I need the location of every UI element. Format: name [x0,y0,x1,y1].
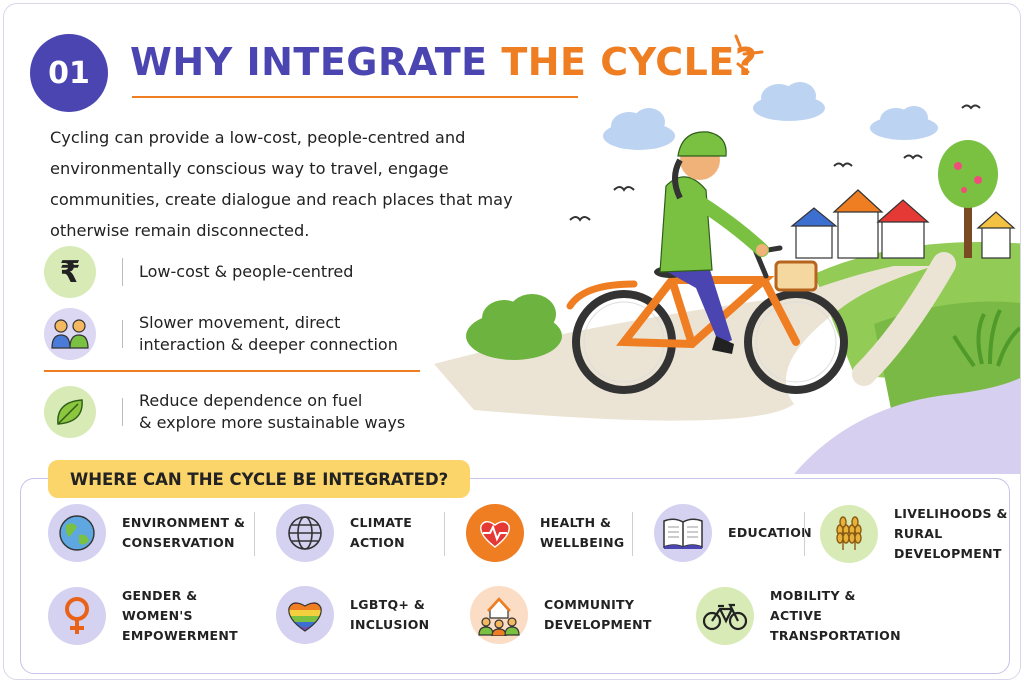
category-line: Inclusion [350,617,430,632]
benefit-divider [44,370,420,372]
title-part-2: THE CYCLE? [501,40,758,84]
category-label: Gender & Women'sEmpowerment [122,586,238,646]
wheat-icon [820,505,878,563]
community-icon [470,586,528,644]
benefit-line: Low-cost & people-centred [139,262,354,281]
tree-icon [938,140,998,258]
category-line: Climate [350,515,413,530]
category-line: Action [350,535,405,550]
benefit-separator [122,398,123,426]
category-line: Community [544,597,635,612]
category-label: CommunityDevelopment [544,595,652,635]
grass-icon [952,309,1020,368]
title-underline [132,96,578,98]
category-line: Gender & [122,588,198,603]
category-line: LGBTQ+ & [350,597,426,612]
globe-icon [48,504,106,562]
people-icon [44,308,96,360]
benefit-text: Low-cost & people-centred [139,261,353,283]
category-label: Health & Wellbeing [540,513,624,553]
benefit-separator [122,258,123,286]
category-lgbtq: LGBTQ+ & Inclusion [276,586,429,644]
category-line: Women's [122,608,193,623]
world-grid-icon [276,504,334,562]
cyclist-illustration [434,82,1020,474]
category-line: Health & [540,515,612,530]
category-community: CommunityDevelopment [470,586,652,644]
section-number-badge: 01 [30,34,108,112]
benefit-line: Reduce dependence on fuel [139,391,363,410]
category-education: Education [654,504,812,562]
category-mobility: Mobility & ActiveTransportation [696,586,901,646]
category-line: Empowerment [122,628,238,643]
category-label: Environment & Conservation [122,513,245,553]
category-livelihoods: Livelihoods & Rural Development [820,504,1020,564]
intro-paragraph: Cycling can provide a low-cost, people-c… [50,128,513,240]
sparkle-icon [734,34,764,74]
female-symbol-icon [48,587,106,645]
category-label: Education [728,523,812,543]
badge-text: 01 [48,55,90,91]
bush-icon [466,294,562,360]
infographic-frame: 01 WHY INTEGRATE THE CYCLE? Cycling can … [3,3,1021,680]
category-line: Mobility & [770,588,856,603]
cloud-icon [603,82,938,150]
category-environment: Environment & Conservation [48,504,245,562]
book-icon [654,504,712,562]
benefit-separator [122,320,123,348]
category-climate: ClimateAction [276,504,412,562]
category-label: Mobility & ActiveTransportation [770,586,901,646]
benefit-reduce-fuel: Reduce dependence on fuel & explore more… [44,386,405,438]
category-line: Active [770,608,823,623]
benefit-text: Reduce dependence on fuel & explore more… [139,390,405,434]
category-line: Education [728,525,812,540]
category-separator [804,512,805,556]
category-separator [254,512,255,556]
category-label: Livelihoods & Rural Development [894,504,1020,564]
category-separator [632,512,633,556]
category-line: Development [544,617,652,632]
integration-heading: WHERE CAN THE CYCLE BE INTEGRATED? [48,460,471,498]
category-line: Environment & [122,515,246,530]
category-gender: Gender & Women'sEmpowerment [48,586,238,646]
category-line: Rural Development [894,526,1002,561]
category-label: ClimateAction [350,513,412,553]
category-line: Transportation [770,628,901,643]
heart-pulse-icon [466,504,524,562]
rupee-icon: ₹ [44,246,96,298]
leaf-icon [44,386,96,438]
category-line: Wellbeing [540,535,625,550]
title-part-1: WHY INTEGRATE [130,40,502,84]
page-title: WHY INTEGRATE THE CYCLE? [130,40,757,84]
village-houses [790,189,1016,259]
benefit-line: Slower movement, direct [139,313,341,332]
category-separator [444,512,445,556]
category-line: Conservation [122,535,235,550]
category-line: Livelihoods & [894,506,1008,521]
bird-icon [569,104,981,222]
benefit-line: interaction & deeper connection [139,335,398,354]
benefit-slower-movement: Slower movement, direct interaction & de… [44,308,398,360]
benefit-low-cost: ₹ Low-cost & people-centred [44,246,353,298]
rainbow-heart-icon [276,586,334,644]
category-label: LGBTQ+ & Inclusion [350,595,429,635]
bicycle-icon [696,587,754,645]
bicycle-drawing [566,245,848,394]
category-health: Health & Wellbeing [466,504,624,562]
integration-heading-text: WHERE CAN THE CYCLE BE INTEGRATED? [70,469,449,489]
cyclist-figure [659,131,769,354]
benefit-text: Slower movement, direct interaction & de… [139,312,398,356]
benefit-line: & explore more sustainable ways [139,413,406,432]
